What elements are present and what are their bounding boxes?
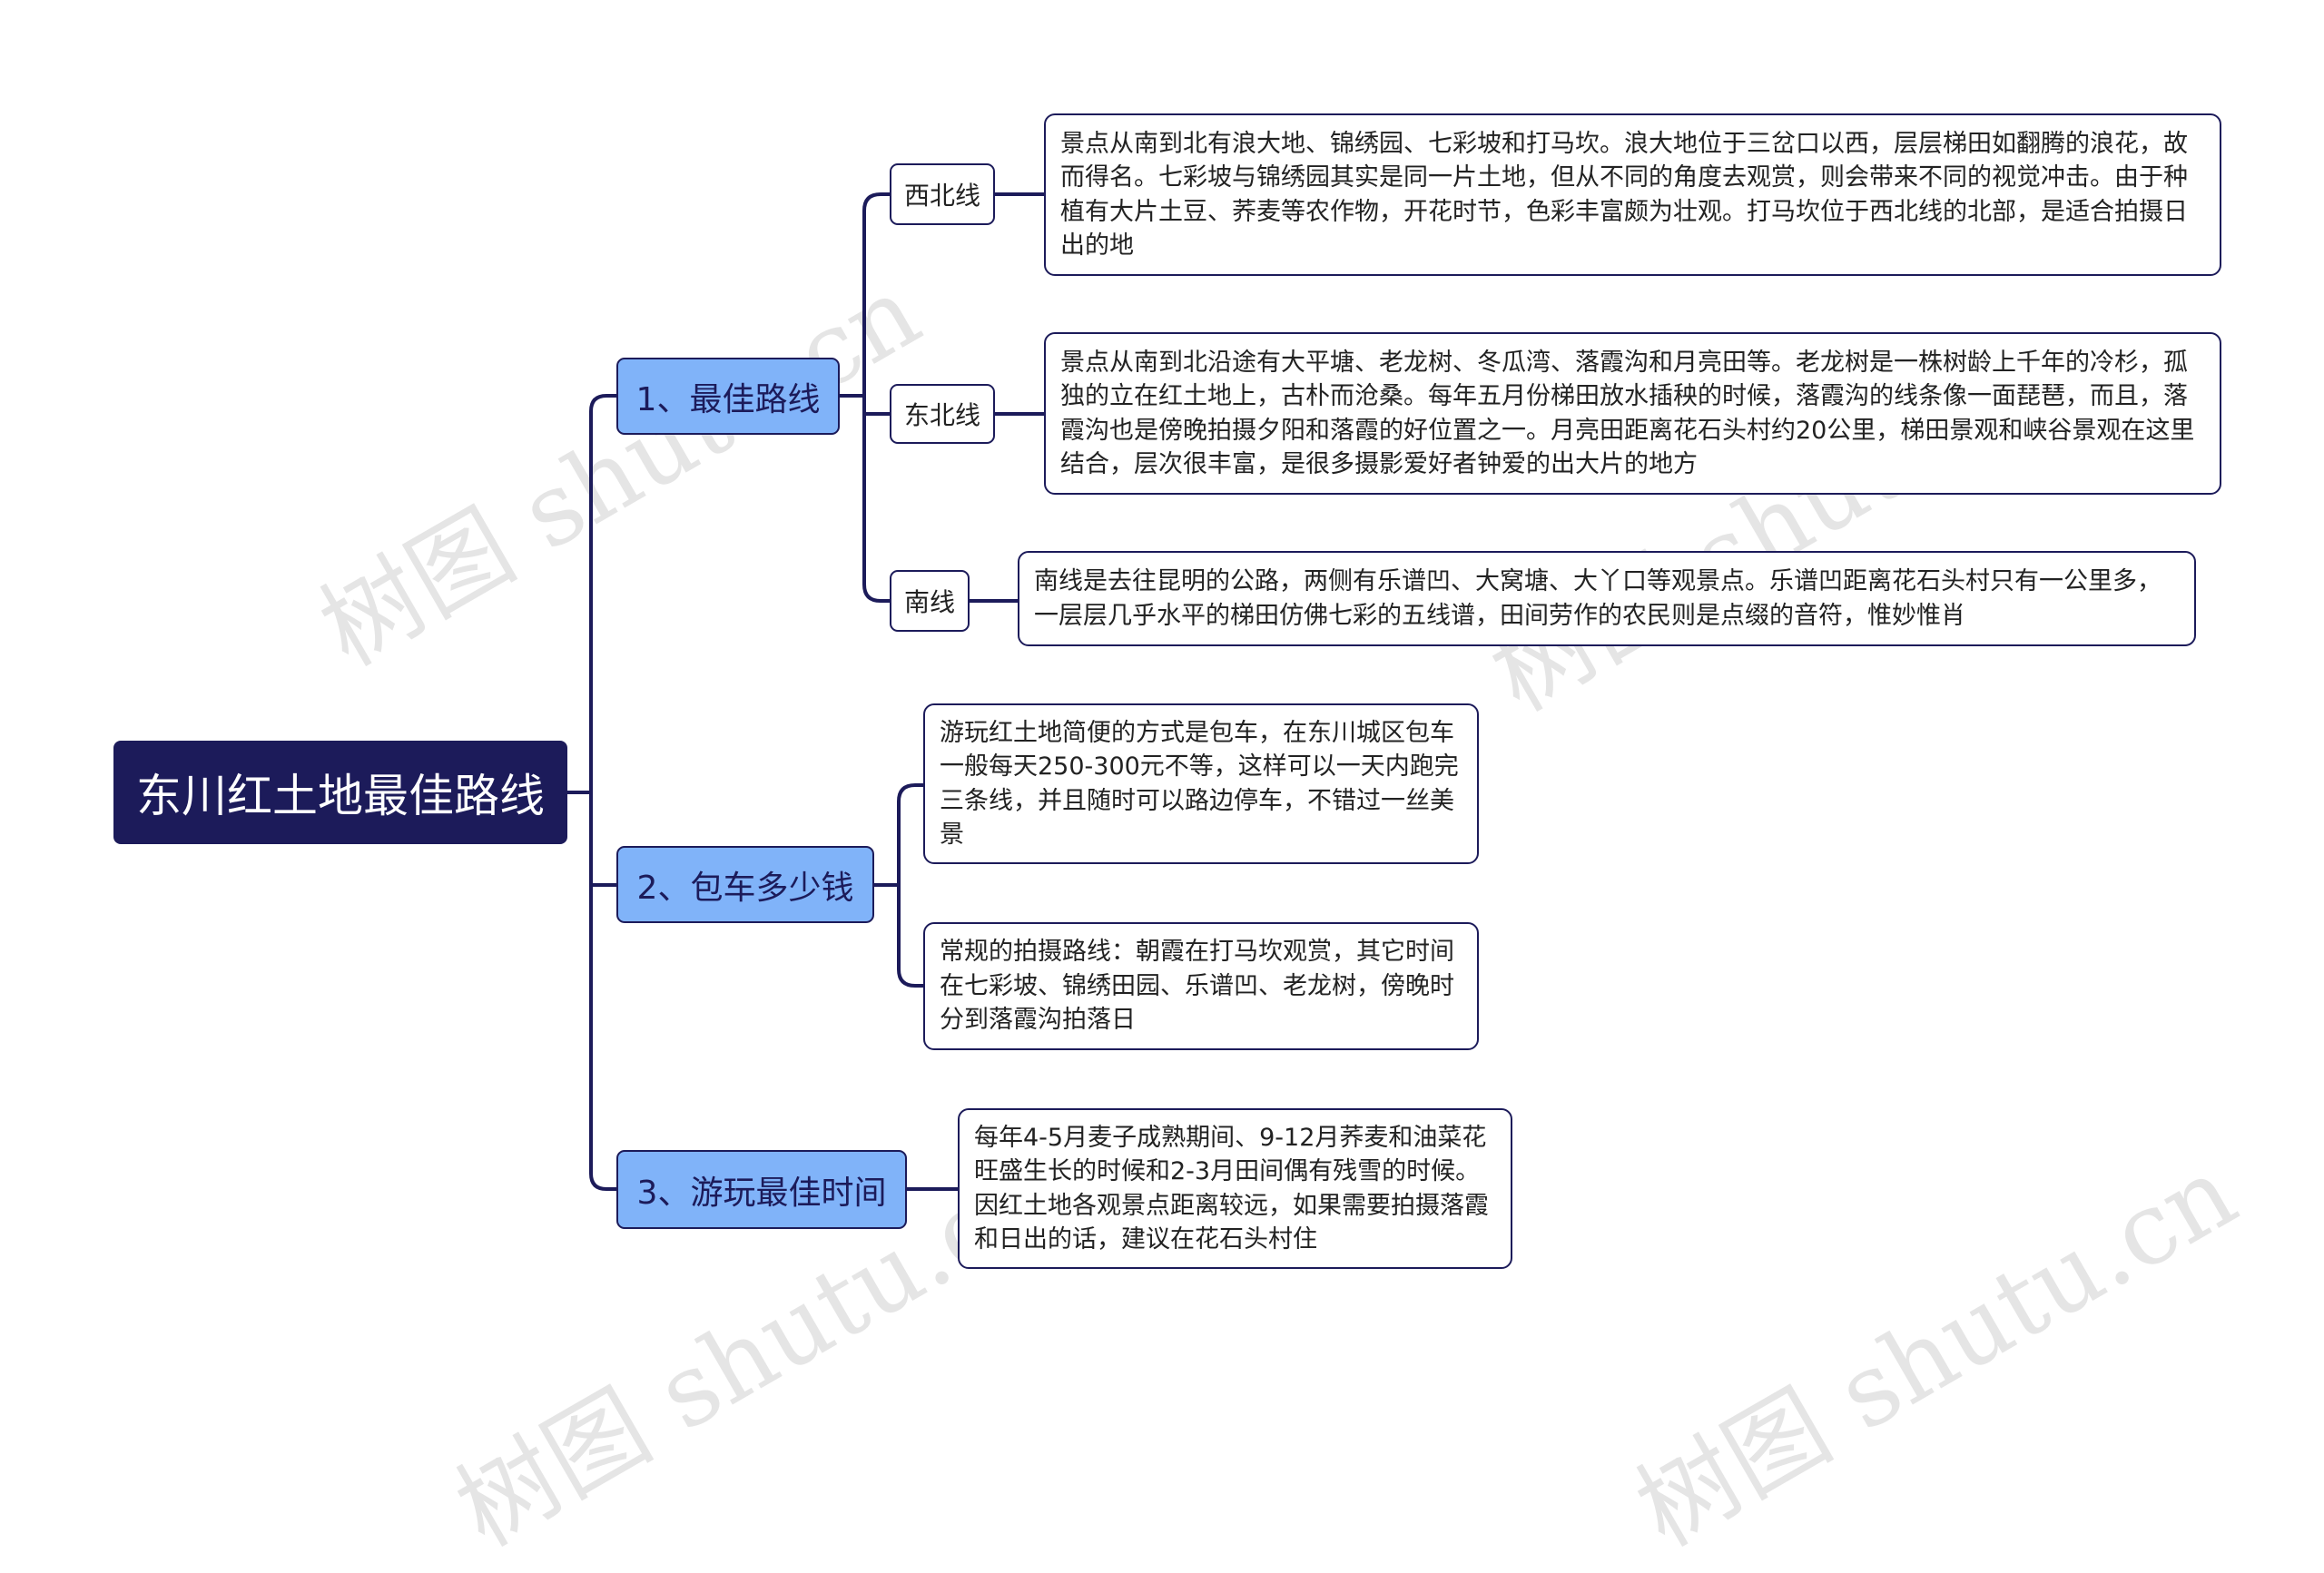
leaf-label: 西北线 bbox=[903, 181, 980, 211]
connector-lines bbox=[567, 192, 1044, 1191]
branch-label: 3、游玩最佳时间 bbox=[636, 1174, 887, 1212]
desc-photo-route[interactable]: 常规的拍摄路线：朝霞在打马坎观赏，其它时间在七彩坡、锦绣田园、乐谱凹、老龙树，傍… bbox=[923, 922, 1479, 1050]
leaf-label: 东北线 bbox=[903, 400, 980, 430]
desc-text: 常规的拍摄路线：朝霞在打马坎观赏，其它时间在七彩坡、锦绣田园、乐谱凹、老龙树，傍… bbox=[940, 938, 1454, 1035]
desc-text: 景点从南到北沿途有大平塘、老龙树、冬瓜湾、落霞沟和月亮田等。老龙树是一株树龄上千… bbox=[1060, 348, 2195, 479]
desc-south[interactable]: 南线是去往昆明的公路，两侧有乐谱凹、大窝塘、大丫口等观景点。乐谱凹距离花石头村只… bbox=[1018, 551, 2196, 646]
branch-car-price[interactable]: 2、包车多少钱 bbox=[616, 846, 874, 923]
leaf-northeast-line[interactable]: 东北线 bbox=[890, 384, 995, 444]
root-label: 东川红土地最佳路线 bbox=[136, 770, 545, 822]
leaf-northwest-line[interactable]: 西北线 bbox=[890, 163, 995, 225]
desc-text: 每年4-5月麦子成熟期间、9-12月荞麦和油菜花旺盛生长的时候和2-3月田间偶有… bbox=[974, 1123, 1489, 1254]
branch-label: 1、最佳路线 bbox=[635, 380, 821, 418]
branch-best-time[interactable]: 3、游玩最佳时间 bbox=[616, 1150, 907, 1229]
desc-best-time[interactable]: 每年4-5月麦子成熟期间、9-12月荞麦和油菜花旺盛生长的时候和2-3月田间偶有… bbox=[958, 1108, 1512, 1269]
desc-text: 景点从南到北有浪大地、锦绣园、七彩坡和打马坎。浪大地位于三岔口以西，层层梯田如翻… bbox=[1060, 129, 2188, 261]
desc-northeast[interactable]: 景点从南到北沿途有大平塘、老龙树、冬瓜湾、落霞沟和月亮田等。老龙树是一株树龄上千… bbox=[1044, 332, 2221, 495]
leaf-label: 南线 bbox=[903, 587, 955, 617]
desc-text: 游玩红土地简便的方式是包车，在东川城区包车一般每天250-300元不等，这样可以… bbox=[940, 718, 1459, 850]
desc-car-rental[interactable]: 游玩红土地简便的方式是包车，在东川城区包车一般每天250-300元不等，这样可以… bbox=[923, 703, 1479, 864]
leaf-south-line[interactable]: 南线 bbox=[890, 570, 970, 632]
desc-northwest[interactable]: 景点从南到北有浪大地、锦绣园、七彩坡和打马坎。浪大地位于三岔口以西，层层梯田如翻… bbox=[1044, 113, 2221, 276]
desc-text: 南线是去往昆明的公路，两侧有乐谱凹、大窝塘、大丫口等观景点。乐谱凹距离花石头村只… bbox=[1034, 567, 2162, 630]
branch-label: 2、包车多少钱 bbox=[636, 869, 854, 907]
root-node[interactable]: 东川红土地最佳路线 bbox=[113, 741, 567, 844]
branch-best-route[interactable]: 1、最佳路线 bbox=[616, 358, 840, 435]
